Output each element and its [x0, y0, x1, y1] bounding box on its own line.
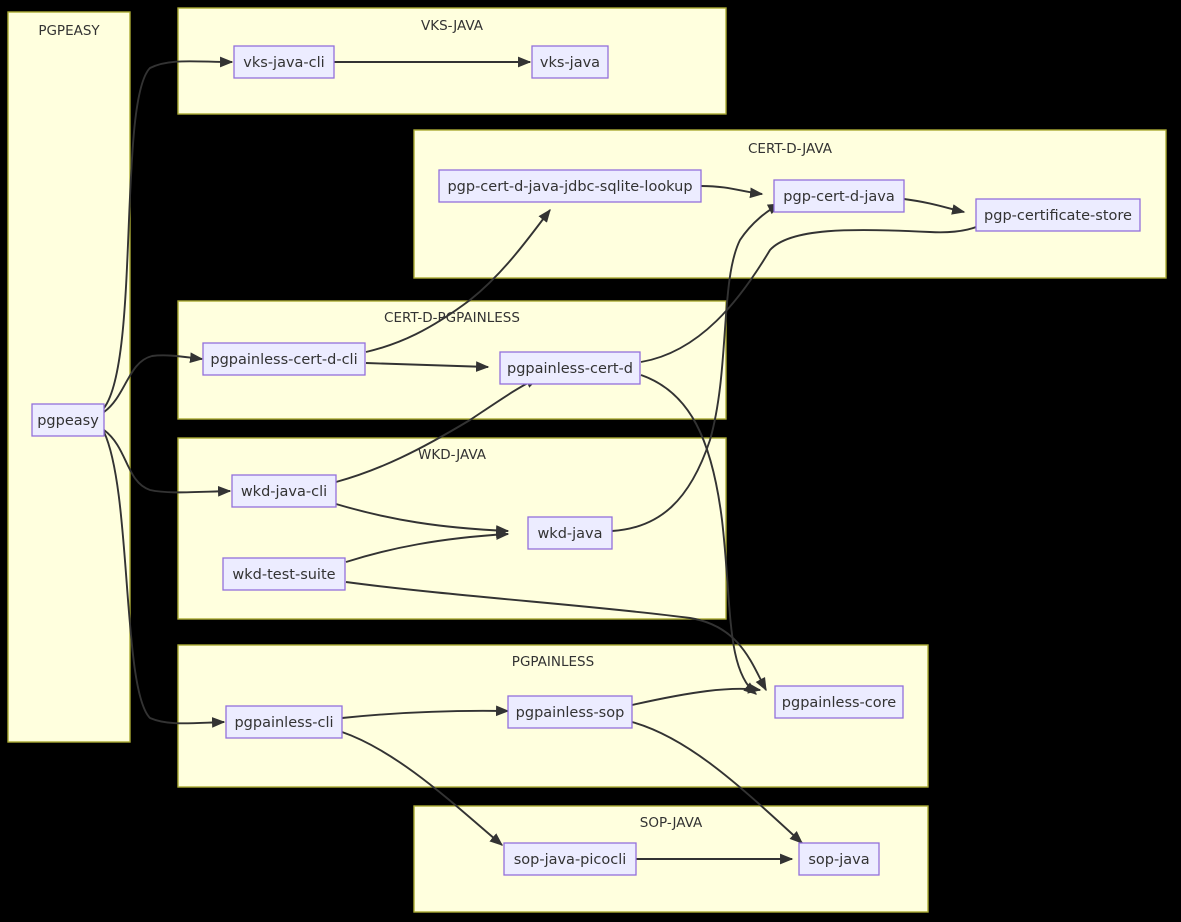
- node-box[interactable]: [233, 45, 335, 79]
- node-box[interactable]: [438, 169, 702, 203]
- node-box[interactable]: [31, 403, 105, 437]
- cluster-label: PGPEASY: [38, 23, 100, 39]
- node-wkd_java_cli[interactable]: wkd-java-cli: [231, 474, 337, 508]
- node-wkd_java[interactable]: wkd-java: [527, 516, 613, 550]
- node-box[interactable]: [499, 351, 641, 385]
- edge-group: [103, 56, 996, 865]
- cluster-group: PGPEASY VKS-JAVA CERT-D-JAVA CERT-D-PGPAINL…: [7, 7, 1167, 913]
- cluster-label: CERT-D-PGPAINLESS: [384, 310, 520, 326]
- cluster-label: SOP-JAVA: [640, 815, 703, 831]
- node-vks_java[interactable]: vks-java: [531, 45, 609, 79]
- edge-pgpainless_cert_d_cli-to-jdbc_sqlite_lookup: [365, 208, 551, 353]
- cluster-label: PGPAINLESS: [512, 654, 594, 670]
- cluster-label: CERT-D-JAVA: [748, 141, 833, 157]
- node-box[interactable]: [774, 685, 904, 719]
- node-sop_java_picocli[interactable]: sop-java-picocli: [503, 842, 637, 876]
- node-pgp_cert_d_java[interactable]: pgp-cert-d-java: [773, 179, 905, 213]
- node-pgpeasy[interactable]: pgpeasy: [31, 403, 105, 437]
- node-jdbc_sqlite_lookup[interactable]: pgp-cert-d-java-jdbc-sqlite-lookup: [438, 169, 702, 203]
- edge-pgpainless_cli-to-pgpainless_sop: [341, 705, 510, 719]
- edge-wkd_java_cli-to-pgpainless_cert_d: [335, 377, 540, 483]
- node-box[interactable]: [202, 342, 366, 376]
- node-label: vks-java-cli: [243, 55, 324, 71]
- node-pgpainless_core[interactable]: pgpainless-core: [774, 685, 904, 719]
- edge-pgpainless_cli-to-sop_java_picocli: [341, 731, 504, 846]
- edge-pgpainless_cert_d_cli-to-pgpainless_cert_d: [365, 361, 490, 372]
- cluster-label: WKD-JAVA: [418, 447, 487, 463]
- cluster-wkd_java: WKD-JAVA: [177, 437, 727, 620]
- cluster-pgpeasy: PGPEASY: [7, 11, 131, 743]
- node-label: pgp-certificate-store: [984, 208, 1132, 224]
- edge-jdbc_sqlite_lookup-to-pgp_cert_d_java: [700, 185, 764, 199]
- edge-pgpeasy-to-vks_java_cli: [103, 56, 234, 409]
- edge-wkd_java-to-pgp_cert_d_java: [611, 203, 782, 532]
- node-label: vks-java: [540, 55, 600, 71]
- node-label: sop-java-picocli: [514, 852, 627, 868]
- edge-pgpeasy-to-pgpainless_cli: [103, 431, 226, 728]
- node-box[interactable]: [531, 45, 609, 79]
- edge-pgpainless_cert_d-to-pgpainless_core: [640, 374, 758, 695]
- node-label: wkd-java-cli: [241, 484, 327, 500]
- node-label: pgpainless-cert-d-cli: [210, 352, 357, 368]
- edge-wkd_test_suite-to-wkd_java: [345, 529, 510, 563]
- edge-pgpainless_cert_d-to-pgp_cert_store: [640, 219, 996, 363]
- edge-wkd_java_cli-to-wkd_java: [335, 503, 510, 536]
- node-box[interactable]: [225, 705, 343, 739]
- node-pgpainless_cert_d[interactable]: pgpainless-cert-d: [499, 351, 641, 385]
- node-box[interactable]: [503, 842, 637, 876]
- node-box[interactable]: [975, 198, 1141, 232]
- node-wkd_test_suite[interactable]: wkd-test-suite: [222, 557, 346, 591]
- node-sop_java[interactable]: sop-java: [798, 842, 880, 876]
- edge-pgpeasy-to-pgpainless_cert_d_cli: [103, 352, 204, 413]
- node-label: pgpainless-sop: [516, 705, 625, 721]
- cluster-label: VKS-JAVA: [421, 18, 484, 34]
- node-label: pgpainless-cert-d: [507, 361, 633, 377]
- edge-pgpeasy-to-wkd_java_cli: [103, 429, 232, 497]
- node-label: pgpeasy: [37, 413, 99, 429]
- node-box[interactable]: [222, 557, 346, 591]
- node-label: pgpainless-cli: [234, 715, 333, 731]
- node-box[interactable]: [231, 474, 337, 508]
- node-box[interactable]: [798, 842, 880, 876]
- node-label: pgpainless-core: [782, 695, 896, 711]
- edge-wkd_test_suite-to-pgpainless_core: [345, 581, 767, 692]
- node-pgpainless_cert_d_cli[interactable]: pgpainless-cert-d-cli: [202, 342, 366, 376]
- cluster-box: [177, 437, 727, 620]
- node-pgpainless_sop[interactable]: pgpainless-sop: [507, 695, 633, 729]
- node-label: pgp-cert-d-java: [783, 189, 894, 205]
- node-group: pgpeasy vks-java-cli vks-java pgp-cert-d-ja…: [31, 45, 1141, 876]
- edge-pgpainless_sop-to-pgpainless_core: [631, 683, 762, 706]
- node-box[interactable]: [527, 516, 613, 550]
- node-vks_java_cli[interactable]: vks-java-cli: [233, 45, 335, 79]
- edge-pgpainless_sop-to-sop_java: [631, 721, 803, 844]
- node-box[interactable]: [773, 179, 905, 213]
- node-label: pgp-cert-d-java-jdbc-sqlite-lookup: [447, 179, 692, 195]
- cluster-box: [7, 11, 131, 743]
- node-label: wkd-java: [537, 526, 602, 542]
- edge-pgp_cert_d_java-to-pgp_cert_store: [903, 198, 966, 215]
- node-pgpainless_cli[interactable]: pgpainless-cli: [225, 705, 343, 739]
- node-label: wkd-test-suite: [232, 567, 335, 583]
- node-pgp_cert_store[interactable]: pgp-certificate-store: [975, 198, 1141, 232]
- node-label: sop-java: [808, 852, 869, 868]
- node-box[interactable]: [507, 695, 633, 729]
